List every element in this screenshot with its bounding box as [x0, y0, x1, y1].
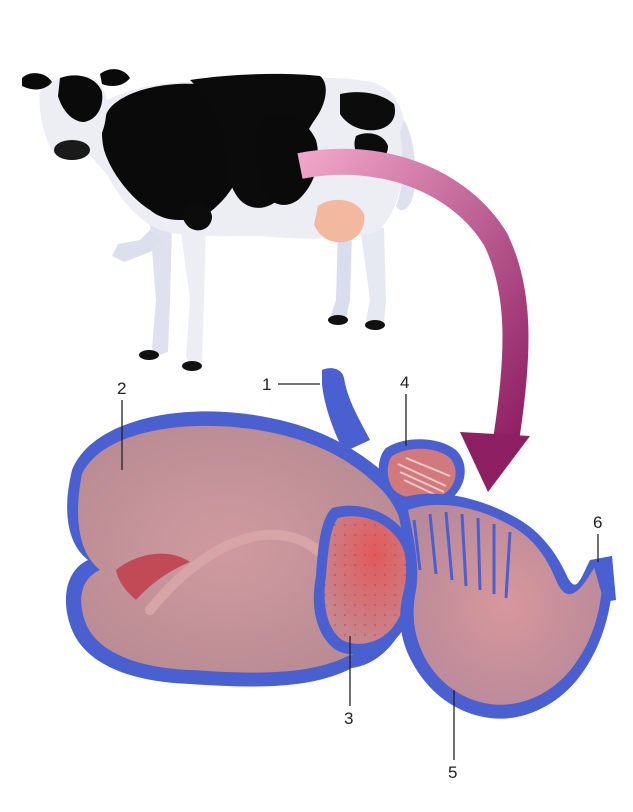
label-4: 4: [400, 373, 409, 392]
cow-illustration: [22, 69, 415, 371]
label-5: 5: [448, 763, 457, 782]
label-2: 2: [117, 379, 126, 398]
label-6: 6: [593, 513, 602, 532]
cow-hind-leg-right: [360, 226, 386, 326]
label-1: 1: [262, 375, 271, 394]
cow-hoof: [182, 361, 202, 371]
cow-muzzle: [54, 140, 90, 160]
cow-hoof: [328, 315, 348, 325]
cow-front-leg-right: [180, 222, 206, 366]
cow-hoof: [365, 320, 385, 330]
label-3: 3: [344, 709, 353, 728]
ruminant-stomach: [66, 368, 616, 719]
cow-ear: [100, 69, 130, 86]
arrow-head: [460, 432, 530, 492]
cow-hoof: [139, 350, 159, 360]
